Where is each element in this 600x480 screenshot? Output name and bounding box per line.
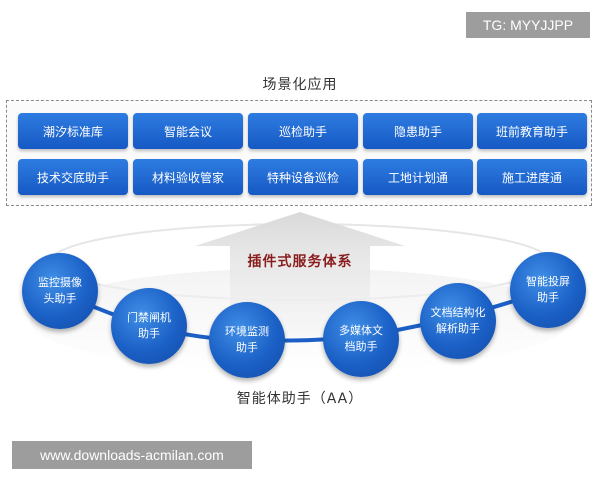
plugin-service-label: 插件式服务体系 xyxy=(247,254,353,270)
assistant-node: 环境监测 助手 xyxy=(209,302,285,378)
watermark-badge: TG: MYYJJPP xyxy=(466,12,590,38)
assistant-label: 档助手 xyxy=(344,340,378,353)
scenario-title: 场景化应用 xyxy=(262,77,338,93)
assistant-label: 助手 xyxy=(138,327,160,340)
scenario-pill: 隐患助手 xyxy=(363,113,473,149)
assistant-title: 智能体助手（AA） xyxy=(236,391,364,407)
assistant-node: 智能投屏 助手 xyxy=(510,252,586,328)
assistant-node: 门禁闸机 助手 xyxy=(111,288,187,364)
scenario-container: 潮汐标准库 智能会议 巡检助手 隐患助手 班前教育助手 技术交底助手 材料验收管… xyxy=(6,100,592,206)
assistant-label: 助手 xyxy=(236,341,258,354)
scenario-pill: 智能会议 xyxy=(133,113,243,149)
assistant-node: 监控摄像 头助手 xyxy=(22,253,98,329)
assistant-node: 多媒体文 档助手 xyxy=(323,301,399,377)
scenario-pill: 巡检助手 xyxy=(248,113,358,149)
assistant-label: 智能投屏 xyxy=(526,275,570,288)
scenario-pill: 技术交底助手 xyxy=(18,159,128,195)
assistant-label: 监控摄像 xyxy=(38,276,82,289)
assistant-label: 多媒体文 xyxy=(339,324,383,337)
scenario-pill: 工地计划通 xyxy=(363,159,473,195)
scenario-pill: 材料验收管家 xyxy=(133,159,243,195)
assistant-label: 门禁闸机 xyxy=(127,311,171,324)
assistant-label: 解析助手 xyxy=(436,322,480,335)
scenario-pill: 施工进度通 xyxy=(477,159,587,195)
scenario-pill: 潮汐标准库 xyxy=(18,113,128,149)
assistant-label: 文档结构化 xyxy=(430,306,486,319)
site-watermark: www.downloads-acmilan.com xyxy=(12,441,252,469)
assistant-node: 文档结构化 解析助手 xyxy=(420,283,496,359)
scenario-pill: 特种设备巡检 xyxy=(248,159,358,195)
scenario-pill: 班前教育助手 xyxy=(477,113,587,149)
assistant-label: 助手 xyxy=(537,291,559,304)
assistant-label: 头助手 xyxy=(43,292,77,305)
assistant-label: 环境监测 xyxy=(225,325,269,338)
